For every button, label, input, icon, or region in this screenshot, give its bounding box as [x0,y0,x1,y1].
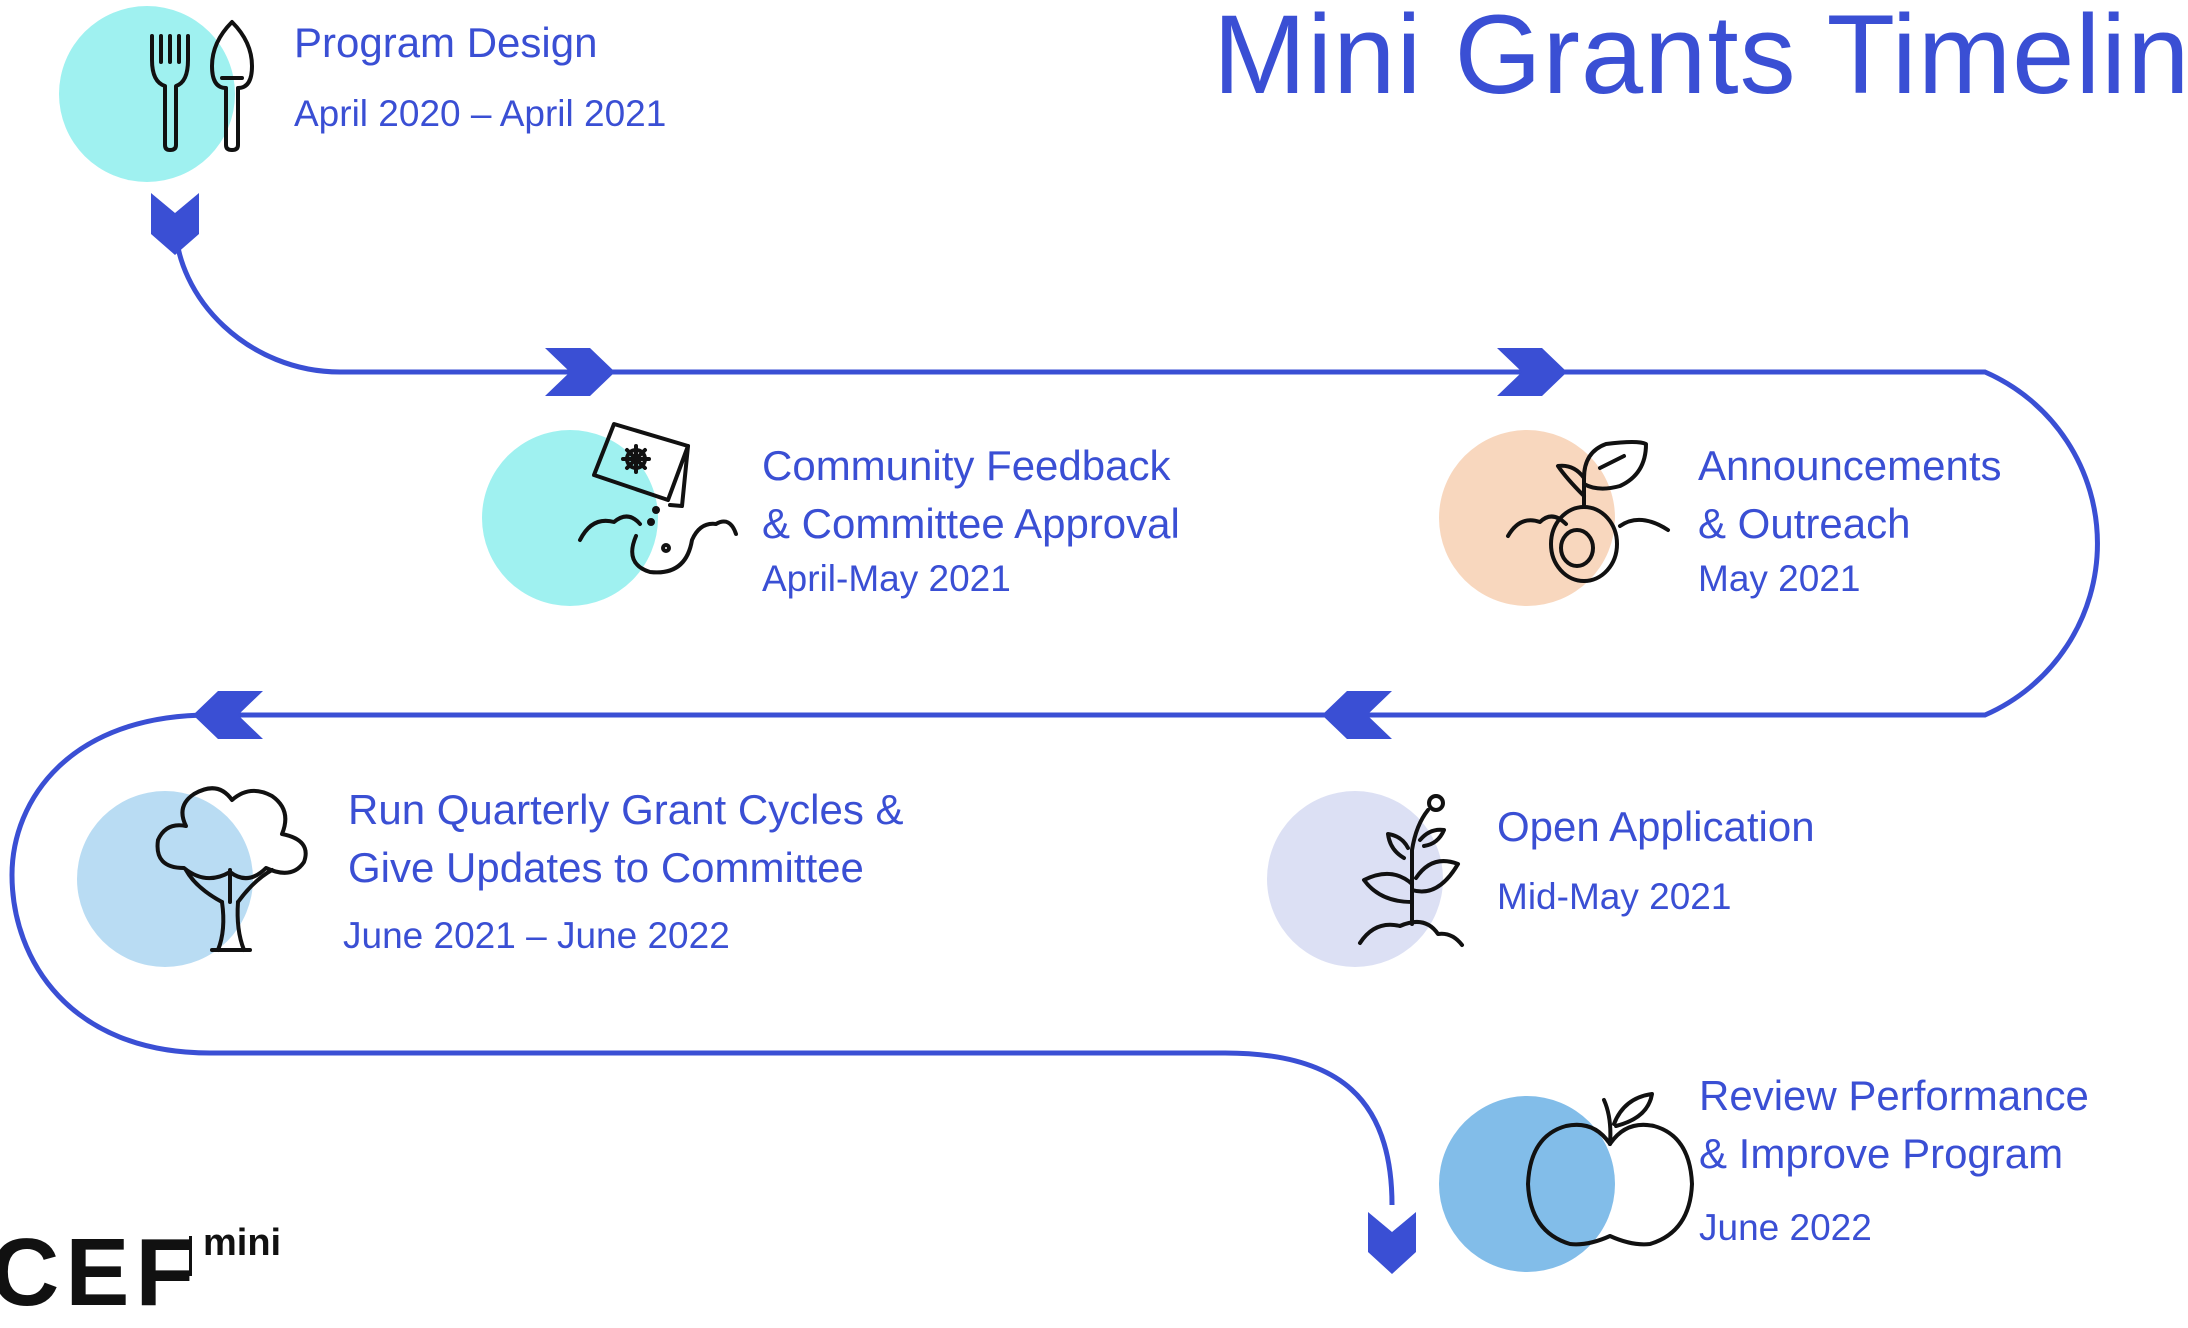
step-title-announce-line1: Announcements [1698,442,2002,489]
step-title-review-line1: Review Performance [1699,1072,2089,1119]
step-title-open-application: Open Application [1497,803,1815,850]
circle-program-design [59,6,235,182]
step-title-program-design: Program Design [294,19,598,66]
page-title: Mini Grants Timeline [1213,0,2188,117]
garden-tools-icon [150,20,254,152]
down-chevron-start [151,193,199,255]
left-chevron-2 [193,691,263,739]
step-title-run-line2: Give Updates to Committee [348,844,864,891]
step-title-feedback-line1: Community Feedback [762,442,1171,489]
step-title-feedback-line2: & Committee Approval [762,500,1180,547]
left-chevron-1 [1322,691,1392,739]
down-chevron-end [1368,1212,1416,1274]
right-chevron-2 [1497,348,1567,396]
seedling-icon [1358,794,1464,947]
apple-icon [1526,1092,1694,1247]
step-title-review-line2: & Improve Program [1699,1130,2064,1177]
seed-packet-icon [578,422,738,575]
circle-run-cycles [77,791,253,967]
logo-mini-text: mini [203,1222,282,1264]
right-chevron-1 [545,348,615,396]
logo-divider [189,1236,192,1276]
sprouting-seed-icon [1506,440,1670,583]
tree-icon [155,786,308,952]
timeline-diagram [9,6,2100,1274]
circle-community-feedback [482,430,658,606]
step-date-announce: May 2021 [1698,558,1861,599]
step-date-run: June 2021 – June 2022 [343,915,730,956]
step-date-review: June 2022 [1699,1207,1872,1248]
step-date-open-application: Mid-May 2021 [1497,876,1732,917]
step-title-announce-line2: & Outreach [1698,500,1911,547]
circle-announcements [1439,430,1615,606]
timeline-path [9,219,2100,1206]
logo-wordmark: CEF [0,1219,200,1326]
circle-open-application [1267,791,1443,967]
step-title-run-line1: Run Quarterly Grant Cycles & [348,786,904,833]
step-date-feedback: April-May 2021 [762,558,1011,599]
step-date-program-design: April 2020 – April 2021 [294,93,667,134]
